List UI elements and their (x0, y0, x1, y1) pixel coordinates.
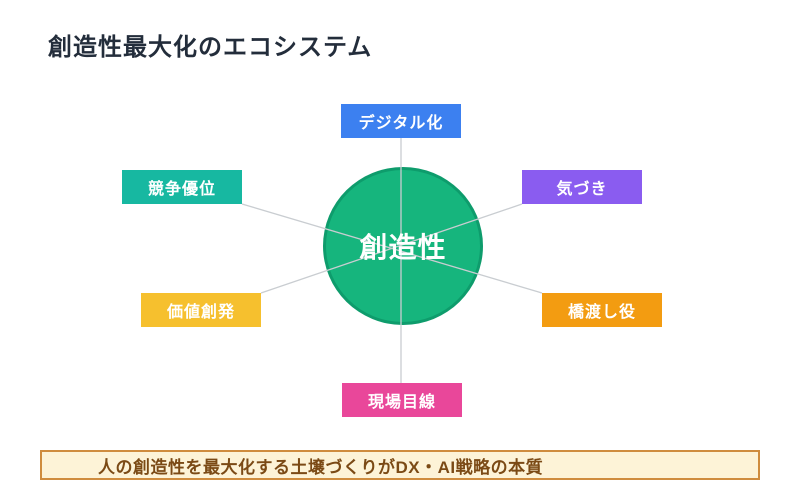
center-node-label: 創造性 (359, 232, 447, 263)
node-digitalization: デジタル化 (341, 104, 461, 138)
node-genba-perspective: 現場目線 (342, 383, 462, 417)
page-title: 創造性最大化のエコシステム (48, 34, 373, 61)
node-competitive-advantage: 競争優位 (122, 170, 242, 204)
conclusion-banner: 人の創造性を最大化する土壌づくりがDX・AI戦略の本質 (40, 450, 760, 480)
conclusion-banner-text: 人の創造性を最大化する土壌づくりがDX・AI戦略の本質 (98, 457, 544, 477)
node-awareness: 気づき (522, 170, 642, 204)
node-value-emergence: 価値創発 (141, 293, 261, 327)
node-bridge-role: 橋渡し役 (542, 293, 662, 327)
